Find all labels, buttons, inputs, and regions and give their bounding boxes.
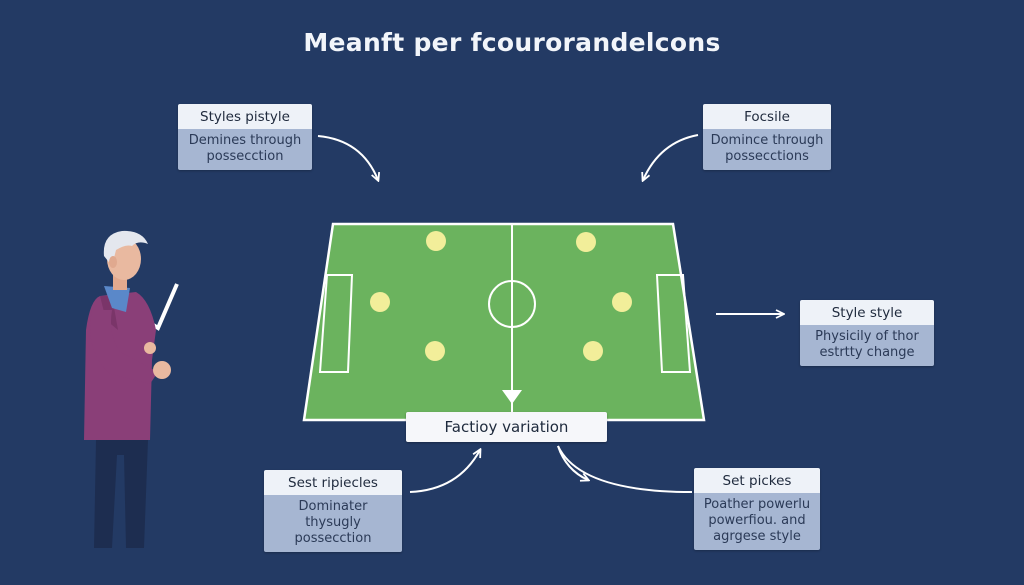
player-dot (370, 292, 390, 312)
card-body-line: possecction (294, 531, 372, 546)
card-body-line: Domince through (710, 133, 824, 148)
card-body-line: possecctions (725, 149, 809, 164)
card-body-line: possecction (206, 149, 284, 164)
card-middle-right: Style style Physicily of thor estrtty ch… (800, 300, 934, 366)
card-heading: Set pickes (694, 468, 820, 493)
card-body: Demines through possecction (178, 129, 312, 170)
card-body-line: Poather powerlu (703, 497, 811, 512)
player-dot (425, 341, 445, 361)
diagram-title: Meanft per fcourorandelcons (303, 28, 721, 57)
card-body-line: Dominater thysugly (298, 499, 368, 530)
player-dot (576, 232, 596, 252)
card-body: Physicily of thor estrtty change (800, 325, 934, 366)
player-dot (612, 292, 632, 312)
down-arrow-icon (502, 390, 522, 404)
card-body-line: powerfiou. and (708, 513, 806, 528)
card-heading: Focsile (703, 104, 831, 129)
card-top-right: Focsile Domince through possecctions (703, 104, 831, 170)
card-heading: Styles pistyle (178, 104, 312, 129)
card-body-line: agrgese style (713, 529, 801, 544)
card-body: Dominater thysugly possecction (264, 495, 402, 552)
curved-arrow-icon (557, 445, 588, 480)
card-bottom-right: Set pickes Poather powerlu powerfiou. an… (694, 468, 820, 550)
curved-arrow-icon (643, 134, 699, 180)
card-heading: Style style (800, 300, 934, 325)
card-top-left: Styles pistyle Demines through posseccti… (178, 104, 312, 170)
card-body: Domince through possecctions (703, 129, 831, 170)
player-dot (426, 231, 446, 251)
card-body-line: Physicily of thor (815, 329, 919, 344)
player-dot (583, 341, 603, 361)
person-illustration (84, 230, 171, 548)
pitch-label: Factioy variation (406, 412, 607, 442)
curved-arrow-icon (557, 445, 693, 493)
card-body: Poather powerlu powerfiou. and agrgese s… (694, 493, 820, 550)
curved-arrow-icon (317, 135, 378, 180)
curved-arrow-icon (409, 450, 480, 493)
card-body-line: estrtty change (819, 345, 915, 360)
card-heading: Sest ripiecles (264, 470, 402, 495)
card-body-line: Demines through (188, 133, 302, 148)
card-bottom-left: Sest ripiecles Dominater thysugly possec… (264, 470, 402, 552)
football-pitch (302, 222, 706, 422)
